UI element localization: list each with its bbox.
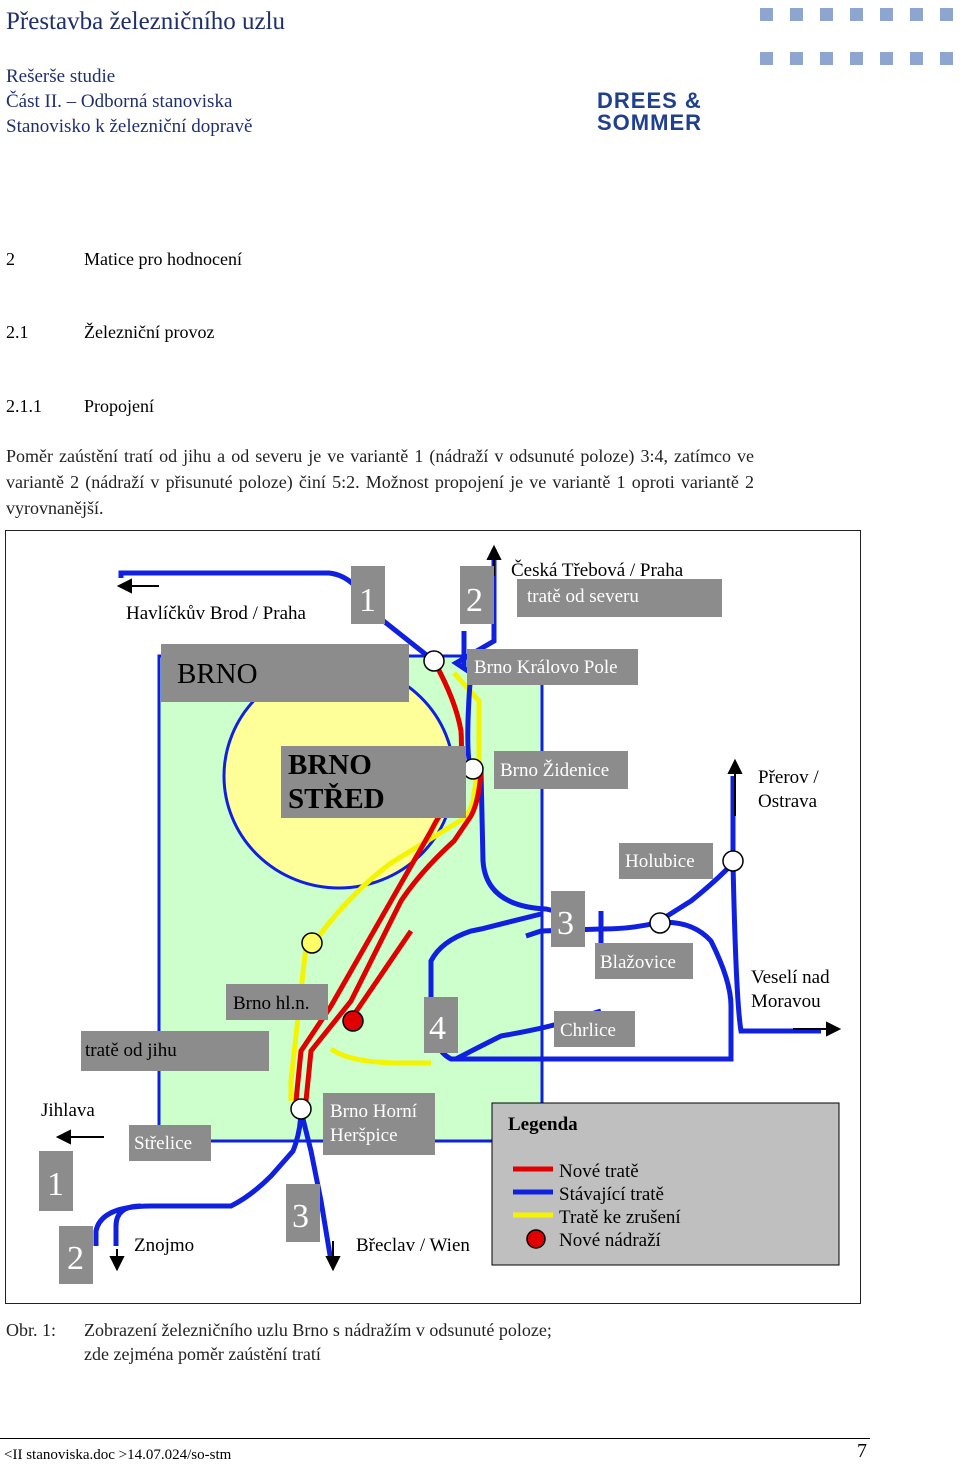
gray-boxes bbox=[39, 566, 840, 1284]
label-zidenice: Brno Židenice bbox=[500, 759, 609, 781]
label-trate-od-jihu: tratě od jihu bbox=[85, 1040, 177, 1061]
label-variant-4: 4 bbox=[429, 1010, 446, 1047]
label-brno-stred-1: BRNO bbox=[288, 749, 372, 781]
label-variant-1-top: 1 bbox=[359, 582, 376, 619]
label-veseli-2: Moravou bbox=[751, 991, 821, 1012]
drees-sommer-logo: DREES & SOMMER bbox=[597, 90, 702, 134]
logo-squares bbox=[760, 8, 960, 68]
railway-diagram: Havlíčkův Brod / Praha Česká Třebová / P… bbox=[5, 530, 861, 1304]
legend-new-tracks: Nové tratě bbox=[559, 1161, 639, 1182]
label-breclav: Břeclav / Wien bbox=[356, 1235, 470, 1256]
label-kralovo-pole: Brno Královo Pole bbox=[474, 657, 618, 678]
header-line-2: Část II. – Odborná stanoviska bbox=[6, 91, 233, 112]
label-trate-od-severu: tratě od severu bbox=[527, 586, 639, 607]
label-variant-3-bot: 3 bbox=[292, 1198, 309, 1235]
header-line-3: Stanovisko k železniční dopravě bbox=[6, 116, 253, 137]
document-title: Přestavba železničního uzlu bbox=[6, 8, 286, 35]
label-brno-stred-2: STŘED bbox=[288, 782, 385, 815]
legend-removed-tracks: Tratě ke zrušení bbox=[559, 1207, 681, 1228]
figure-caption-line-2: zde zejména poměr zaústění tratí bbox=[84, 1344, 321, 1364]
figure-caption-line-1: Zobrazení železničního uzlu Brno s nádra… bbox=[84, 1320, 552, 1340]
label-jihlava: Jihlava bbox=[41, 1100, 95, 1121]
legend: Legenda Nové tratě Stávající tratě Tratě… bbox=[508, 1114, 681, 1251]
section-2-number: 2 bbox=[6, 249, 15, 269]
section-2-1-1-title: Propojení bbox=[84, 396, 154, 416]
logo-line-2: SOMMER bbox=[597, 110, 702, 135]
label-blazovice: Blažovice bbox=[600, 952, 676, 973]
page-number: 7 bbox=[857, 1440, 867, 1462]
section-2-title: Matice pro hodnocení bbox=[84, 249, 242, 269]
section-2-1-number: 2.1 bbox=[6, 322, 29, 342]
label-brno-hl-n: Brno hl.n. bbox=[233, 993, 310, 1014]
legend-existing-tracks: Stávající tratě bbox=[559, 1184, 664, 1205]
label-havlickuv-brod: Havlíčkův Brod / Praha bbox=[126, 603, 307, 624]
figure-label: Obr. 1: bbox=[6, 1320, 57, 1340]
legend-new-station: Nové nádraží bbox=[559, 1230, 662, 1251]
label-variant-1-bot: 1 bbox=[47, 1166, 64, 1203]
logo-line-1: DREES & bbox=[597, 88, 702, 113]
footer-filename: <II stanoviska.doc >14.07.024/so-stm bbox=[4, 1447, 232, 1463]
label-horni-herspice-1: Brno Horní bbox=[330, 1101, 418, 1122]
label-variant-2-top: 2 bbox=[466, 582, 483, 619]
railway-diagram-svg: Havlíčkův Brod / Praha Česká Třebová / P… bbox=[39, 544, 842, 1284]
body-paragraph: Poměr zaústění tratí od jihu a od severu… bbox=[6, 446, 754, 518]
label-strelice: Střelice bbox=[134, 1133, 192, 1154]
removed-tracks bbox=[288, 671, 482, 1101]
section-2-1-title: Železniční provoz bbox=[84, 322, 215, 342]
label-ceska-trebova: Česká Třebová / Praha bbox=[511, 559, 684, 581]
label-variant-2-bot: 2 bbox=[67, 1240, 84, 1277]
label-chrlice: Chrlice bbox=[560, 1020, 616, 1041]
section-2-1-1-number: 2.1.1 bbox=[6, 396, 42, 416]
label-znojmo: Znojmo bbox=[134, 1235, 194, 1256]
label-prerov-2: Ostrava bbox=[758, 791, 818, 812]
label-veseli-1: Veselí nad bbox=[751, 967, 830, 988]
arrows bbox=[55, 544, 842, 1272]
label-holubice: Holubice bbox=[625, 851, 695, 872]
label-brno: BRNO bbox=[177, 658, 258, 690]
header-line-1: Rešerše studie bbox=[6, 66, 116, 87]
label-horni-herspice-2: Heršpice bbox=[330, 1125, 398, 1146]
label-variant-3-mid: 3 bbox=[557, 905, 574, 942]
label-prerov-1: Přerov / bbox=[758, 767, 819, 788]
footer-rule bbox=[0, 1438, 870, 1439]
stations bbox=[290, 650, 744, 1120]
legend-title: Legenda bbox=[508, 1114, 578, 1135]
